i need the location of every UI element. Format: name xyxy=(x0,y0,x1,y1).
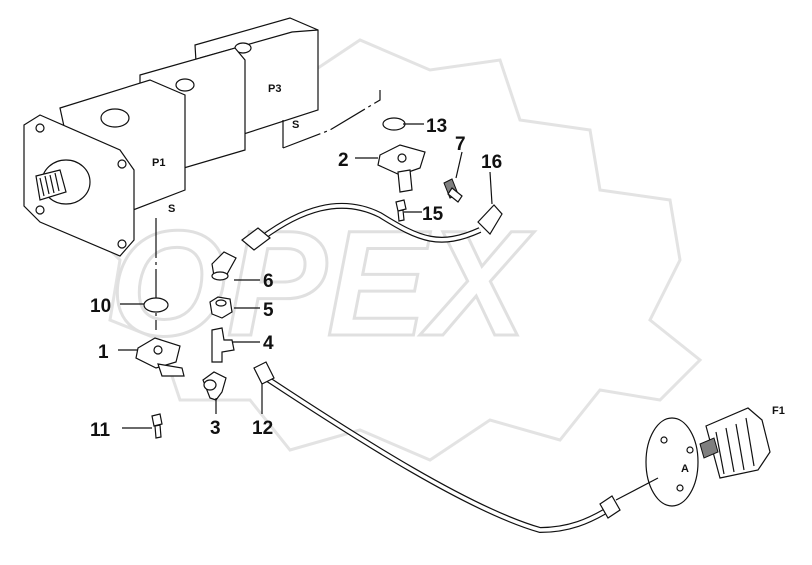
callout-12: 13 xyxy=(426,116,447,137)
flange-1 xyxy=(135,337,185,377)
o-ring-12 xyxy=(382,117,406,131)
callout-4: 4 xyxy=(263,333,274,354)
callout-11: 11 xyxy=(90,420,111,441)
filter-f1: A F1 xyxy=(615,405,785,507)
leader-lines xyxy=(118,123,493,429)
callout-5: 5 xyxy=(263,300,274,321)
suction-lines: S S xyxy=(155,90,381,330)
callout-6: 6 xyxy=(263,271,274,292)
label-s-lower: S xyxy=(168,203,175,215)
bolt-13 xyxy=(395,199,407,222)
flange-2 xyxy=(377,144,426,193)
callout-1: 1 xyxy=(98,342,109,363)
label-p3: P3 xyxy=(268,83,281,95)
callouts: 13 2 7 16 15 6 5 4 10 1 11 3 12 xyxy=(90,116,502,441)
elbow-6 xyxy=(211,251,237,281)
bolt-11 xyxy=(151,413,163,439)
hose-16 xyxy=(253,361,621,534)
watermark-brand: OPEX xyxy=(110,199,535,367)
callout-10: 10 xyxy=(90,296,111,317)
o-ring-10 xyxy=(143,297,169,313)
adapter-4 xyxy=(211,327,235,363)
callout-3: 3 xyxy=(210,418,221,439)
callout-2: 2 xyxy=(338,150,349,171)
label-p1: P1 xyxy=(152,157,165,169)
callout-13: 15 xyxy=(422,204,444,225)
label-f1: F1 xyxy=(772,405,785,417)
nut-5 xyxy=(209,296,233,319)
fitting-7 xyxy=(443,178,463,203)
callout-7: 7 xyxy=(455,134,466,155)
callout-16: 12 xyxy=(252,418,273,439)
callout-15: 16 xyxy=(481,152,502,173)
label-s-upper: S xyxy=(292,119,299,131)
hydraulic-pump: P1 P3 xyxy=(23,17,319,257)
hose-15 xyxy=(241,202,503,251)
label-a: A xyxy=(681,463,689,475)
elbow-3 xyxy=(202,371,227,401)
watermark: OPEX xyxy=(78,38,703,462)
